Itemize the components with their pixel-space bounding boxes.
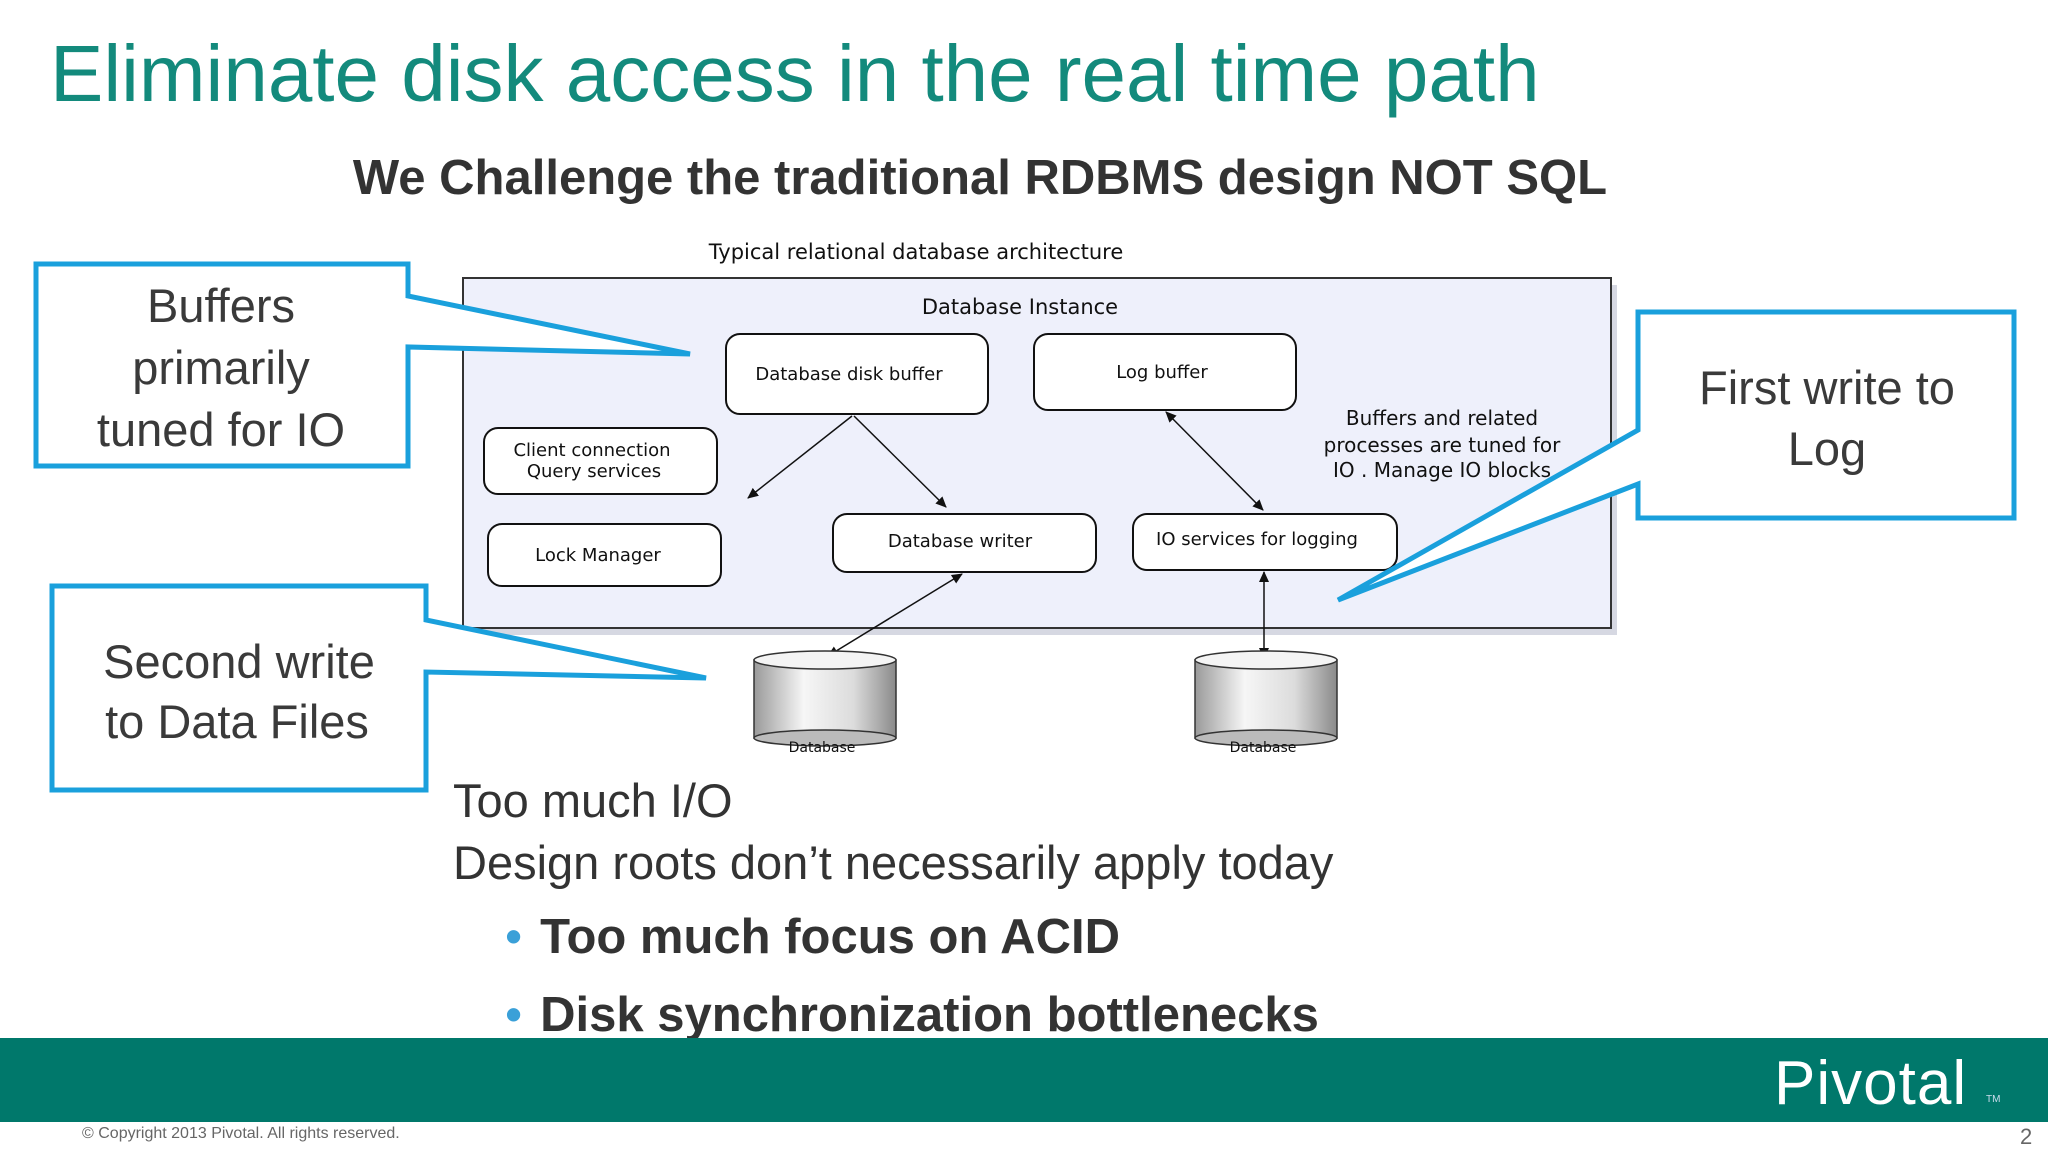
slide-title: Eliminate disk access in the real time p… bbox=[50, 29, 1540, 118]
log-buffer-box bbox=[1033, 333, 1297, 411]
arrow-buffer-to-client bbox=[747, 415, 853, 499]
body-line-too-much-io: Too much I/O bbox=[453, 774, 733, 827]
callout-buffers-line-3: tuned for IO bbox=[97, 403, 345, 456]
database-label-right: Database bbox=[1230, 740, 1297, 756]
database-icon-right bbox=[1194, 650, 1338, 747]
database-label-left: Database bbox=[789, 740, 856, 756]
note-line-1: Buffers and related bbox=[1346, 406, 1538, 430]
disk-buffer-box bbox=[725, 333, 989, 415]
client-connection-label: Client connection bbox=[513, 440, 670, 461]
note-line-3: IO . Manage IO blocks bbox=[1333, 458, 1551, 482]
callout-first-write-line-2: Log bbox=[1788, 422, 1866, 475]
lock-manager-box bbox=[487, 523, 722, 587]
arrow-log-buffer-io bbox=[1165, 411, 1264, 511]
arrow-buffer-to-writer bbox=[853, 415, 947, 508]
database-icon-left bbox=[753, 650, 897, 747]
slide-subtitle: We Challenge the traditional RDBMS desig… bbox=[352, 151, 1608, 205]
query-services-label: Query services bbox=[527, 461, 661, 482]
arrow-writer-database bbox=[827, 573, 963, 657]
bullet-item: • Disk synchronization bottlenecks bbox=[505, 980, 1319, 1058]
log-buffer-label: Log buffer bbox=[1116, 362, 1208, 383]
copyright-text: © Copyright 2013 Pivotal. All rights res… bbox=[82, 1125, 400, 1142]
logo-trademark: TM bbox=[1986, 1094, 2001, 1105]
callout-buffers: Buffers primarily tuned for IO bbox=[33, 261, 691, 469]
pivotal-logo: Pivotal bbox=[1774, 1049, 1968, 1118]
callout-first-write: First write to Log bbox=[1336, 309, 2017, 603]
callout-buffers-line-2: primarily bbox=[132, 341, 310, 394]
bullet-item: • Too much focus on ACID bbox=[505, 902, 1319, 980]
bullet-dot-icon: • bbox=[505, 988, 523, 1042]
note-line-2: processes are tuned for bbox=[1324, 433, 1561, 457]
diagram-caption: Typical relational database architecture bbox=[708, 240, 1124, 264]
callout-second-write-line-1: Second write bbox=[103, 635, 375, 688]
bullet-list: • Too much focus on ACID • Disk synchroniz… bbox=[505, 902, 1319, 1058]
lock-manager-label: Lock Manager bbox=[535, 545, 661, 566]
callout-second-write-line-2: to Data Files bbox=[105, 695, 369, 748]
footer-band bbox=[0, 1038, 2048, 1122]
io-logging-label: IO services for logging bbox=[1156, 529, 1358, 550]
page-number: 2 bbox=[2020, 1124, 2033, 1149]
bullet-text: Disk synchronization bottlenecks bbox=[540, 988, 1319, 1042]
bullet-text: Too much focus on ACID bbox=[540, 910, 1120, 964]
bullet-dot-icon: • bbox=[505, 910, 523, 964]
client-connection-box bbox=[483, 427, 718, 495]
callout-first-write-line-1: First write to bbox=[1699, 361, 1955, 414]
database-writer-box bbox=[832, 513, 1097, 573]
body-line-design-roots: Design roots don’t necessarily apply tod… bbox=[453, 836, 1334, 889]
instance-label: Database Instance bbox=[922, 295, 1118, 319]
database-writer-label: Database writer bbox=[888, 531, 1033, 552]
disk-buffer-label: Database disk buffer bbox=[755, 364, 943, 385]
callout-buffers-line-1: Buffers bbox=[147, 279, 295, 332]
io-logging-box bbox=[1132, 513, 1398, 571]
body-text: Too much I/O Design roots don’t necessar… bbox=[453, 770, 1333, 894]
callout-second-write: Second write to Data Files bbox=[49, 583, 707, 793]
